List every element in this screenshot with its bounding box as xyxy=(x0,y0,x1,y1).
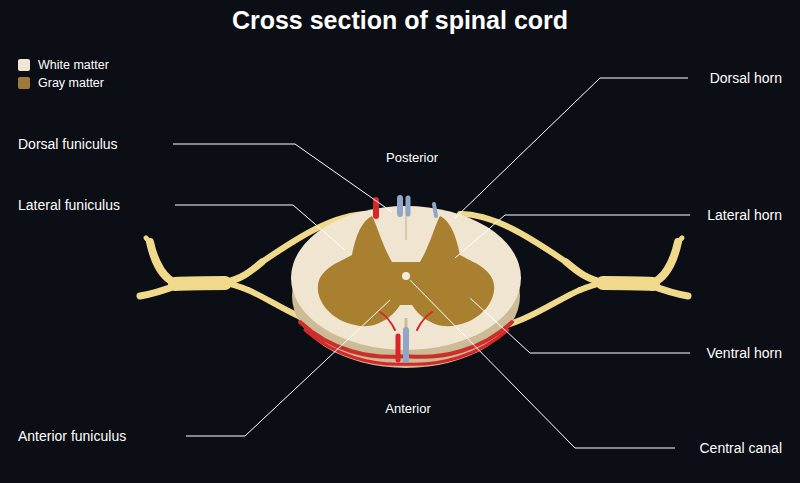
part-label: Lateral funiculus xyxy=(18,197,120,213)
legend-entry: White matter xyxy=(18,58,109,72)
legend-swatch xyxy=(18,59,30,71)
leader-lines xyxy=(173,78,690,448)
legend-text: White matter xyxy=(38,58,109,72)
orientation-label: Posterior xyxy=(386,150,438,165)
diagram-title: Cross section of spinal cord xyxy=(0,6,800,35)
part-label: Anterior funiculus xyxy=(18,428,126,444)
part-label: Lateral horn xyxy=(707,207,782,223)
legend-swatch xyxy=(18,77,30,89)
part-label: Central canal xyxy=(700,440,783,456)
blood-vessels xyxy=(300,198,512,364)
part-label: Ventral horn xyxy=(707,345,783,361)
orientation-label: Anterior xyxy=(385,401,431,416)
legend-text: Gray matter xyxy=(38,76,104,90)
legend-entry: Gray matter xyxy=(18,76,104,90)
part-label: Dorsal horn xyxy=(710,70,782,86)
part-label: Dorsal funiculus xyxy=(18,136,118,152)
